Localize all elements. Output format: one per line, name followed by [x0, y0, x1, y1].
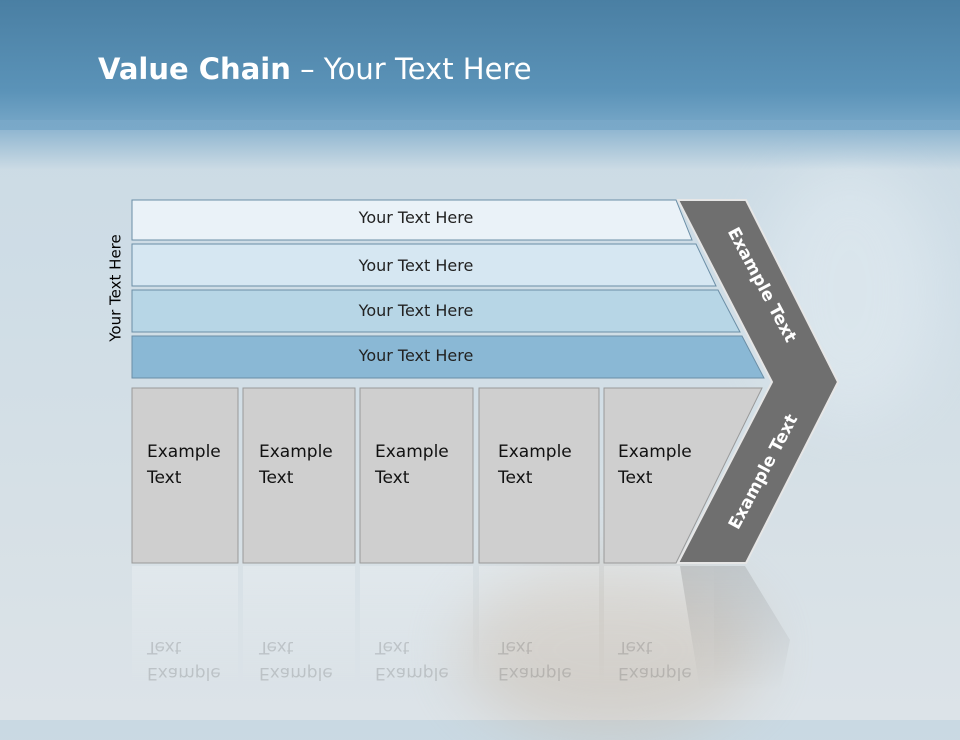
box-3-text: Example Text: [375, 439, 449, 491]
box-1-reflection-line1: Example: [147, 663, 221, 683]
box-1-reflection-line2: Text: [147, 637, 182, 657]
slide-title: Value Chain – Your Text Here: [98, 52, 532, 86]
box-4-line2: Text: [498, 468, 533, 488]
header-band: [0, 0, 960, 130]
box-2-reflection: Example Text: [259, 634, 333, 686]
box-4-text: Example Text: [498, 439, 572, 491]
box-1-line2: Text: [147, 468, 182, 488]
value-chain-diagram: [131, 199, 840, 690]
band-3-label: Your Text Here: [358, 301, 474, 320]
box-2-reflection-line2: Text: [259, 637, 294, 657]
box-3: [359, 387, 474, 564]
reflection: [132, 566, 790, 690]
title-bold: Value Chain: [98, 52, 291, 86]
box-1-line1: Example: [147, 442, 221, 462]
band-2-label: Your Text Here: [358, 256, 474, 275]
box-2-line2: Text: [259, 468, 294, 488]
box-2-text: Example Text: [259, 439, 333, 491]
band-4-label: Your Text Here: [358, 346, 474, 365]
box-2: [242, 387, 356, 564]
box-3-line2: Text: [375, 468, 410, 488]
box-4-reflection-line2: Text: [498, 637, 533, 657]
band-1-label: Your Text Here: [358, 208, 474, 227]
box-5-reflection-line2: Text: [618, 637, 653, 657]
title-rest: – Your Text Here: [290, 52, 532, 86]
box-4-reflection: Example Text: [498, 634, 572, 686]
vertical-label-text: Your Text Here: [107, 234, 125, 342]
chevron-arrow: [676, 199, 840, 564]
band-4: [131, 335, 765, 379]
box-5-line1: Example: [618, 442, 692, 462]
box-5-text: Example Text: [618, 439, 692, 491]
box-4-line1: Example: [498, 442, 572, 462]
box-1-text: Example Text: [147, 439, 221, 491]
box-5-line2: Text: [618, 468, 653, 488]
box-3-line1: Example: [375, 442, 449, 462]
box-2-line1: Example: [259, 442, 333, 462]
band-1: [131, 199, 693, 241]
box-3-reflection-line1: Example: [375, 663, 449, 683]
box-3-reflection-line2: Text: [375, 637, 410, 657]
box-1-reflection: Example Text: [147, 634, 221, 686]
box-4-reflection-line1: Example: [498, 663, 572, 683]
band-3: [131, 289, 741, 333]
header-fade: [0, 120, 960, 170]
box-2-reflection-line1: Example: [259, 663, 333, 683]
box-3-reflection: Example Text: [375, 634, 449, 686]
box-4: [478, 387, 600, 564]
box-5-reflection: Example Text: [618, 634, 692, 686]
band-2: [131, 243, 717, 287]
vertical-label: Your Text Here: [104, 224, 128, 352]
box-1: [131, 387, 239, 564]
box-5: [603, 387, 763, 564]
box-5-reflection-line1: Example: [618, 663, 692, 683]
